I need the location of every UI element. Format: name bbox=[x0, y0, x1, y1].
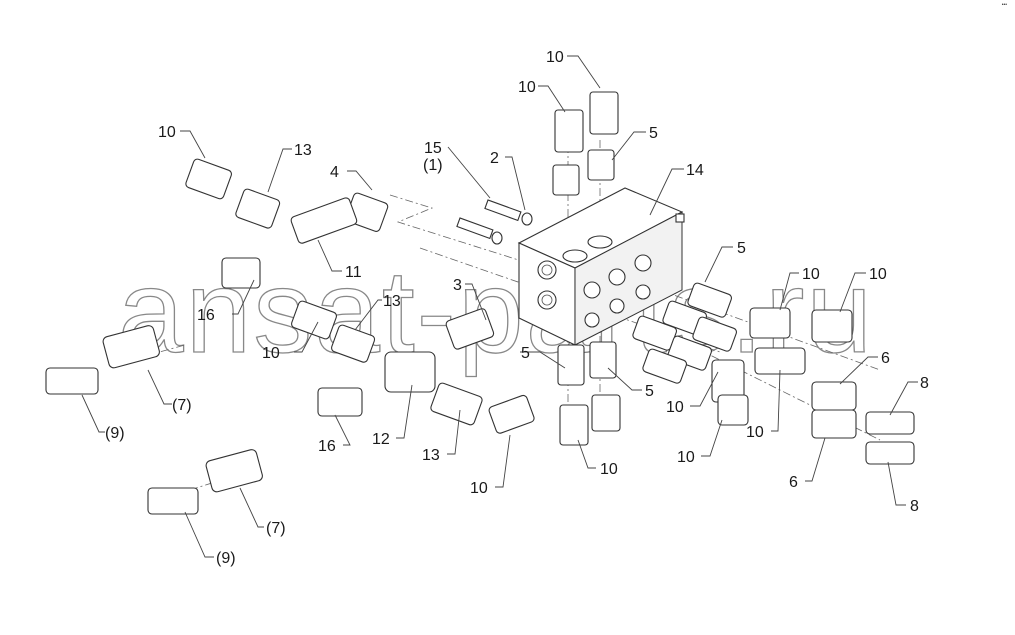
callout-10: 10 bbox=[158, 124, 176, 141]
callout-13: 13 bbox=[383, 293, 401, 310]
valve-block bbox=[517, 187, 685, 346]
callout-10: 10 bbox=[746, 424, 764, 441]
callout-2: 2 bbox=[490, 150, 499, 167]
callout-15: 15 bbox=[424, 140, 442, 157]
callout-5: 5 bbox=[521, 345, 530, 362]
callout-8: 8 bbox=[910, 498, 919, 515]
callout-8: 8 bbox=[920, 375, 929, 392]
callout-3: 3 bbox=[453, 277, 462, 294]
callout-7: (7) bbox=[266, 520, 286, 537]
bolts bbox=[456, 199, 533, 245]
callout-11: 11 bbox=[345, 264, 362, 281]
callout-9: (9) bbox=[105, 425, 125, 442]
callout-12: 12 bbox=[372, 431, 390, 448]
leader-lines bbox=[81, 55, 918, 558]
callout-5: 5 bbox=[737, 240, 746, 257]
callout-10: 10 bbox=[546, 49, 564, 66]
callout-16: 16 bbox=[318, 438, 336, 455]
callout-10: 10 bbox=[869, 266, 887, 283]
callout-10: 10 bbox=[600, 461, 618, 478]
callout-10: 10 bbox=[262, 345, 280, 362]
callout-10: 10 bbox=[677, 449, 695, 466]
callout-6: 6 bbox=[881, 350, 890, 367]
callout-7: (7) bbox=[172, 397, 192, 414]
callout-14: 14 bbox=[686, 162, 704, 179]
callout-9: (9) bbox=[216, 550, 236, 567]
callout-4: 4 bbox=[330, 164, 339, 181]
callout-10: 10 bbox=[518, 79, 536, 96]
callout-6: 6 bbox=[789, 474, 798, 491]
callout-5: 5 bbox=[649, 125, 658, 142]
callout-10: 10 bbox=[470, 480, 488, 497]
callout-13: 13 bbox=[422, 447, 440, 464]
callout-16: 16 bbox=[197, 307, 215, 324]
callout-1: (1) bbox=[423, 157, 443, 174]
callout-10: 10 bbox=[802, 266, 820, 283]
callout-13: 13 bbox=[294, 142, 312, 159]
fittings bbox=[45, 91, 915, 515]
callout-5: 5 bbox=[645, 383, 654, 400]
callouts: 10 10 5 14 15 (1) 2 10 13 4 11 3 16 13 1… bbox=[105, 49, 929, 567]
corner-mark: ••• bbox=[1001, 2, 1007, 8]
callout-10: 10 bbox=[666, 399, 684, 416]
